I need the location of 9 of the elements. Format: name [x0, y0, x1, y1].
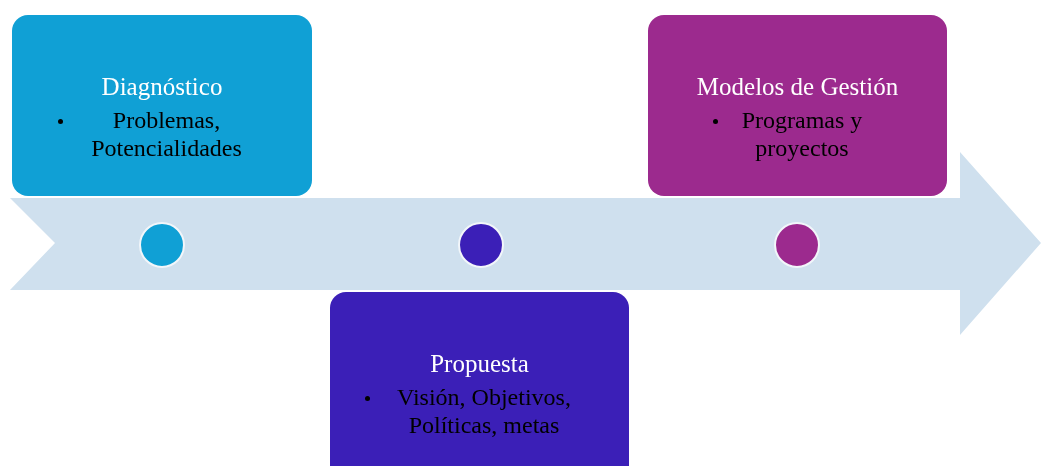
stage-title: Diagnóstico [101, 73, 223, 101]
stage-detail: Visión, Objetivos, Políticas, metas [396, 384, 572, 440]
stage-detail: Problemas, Potencialidades [90, 107, 243, 163]
stage-detail: Programas y proyectos [740, 107, 864, 163]
stage-title: Modelos de Gestión [696, 73, 899, 101]
stage-box [648, 15, 947, 196]
stage-box [330, 292, 629, 466]
stage-box [12, 15, 312, 196]
stage-title: Propuesta [430, 350, 529, 378]
